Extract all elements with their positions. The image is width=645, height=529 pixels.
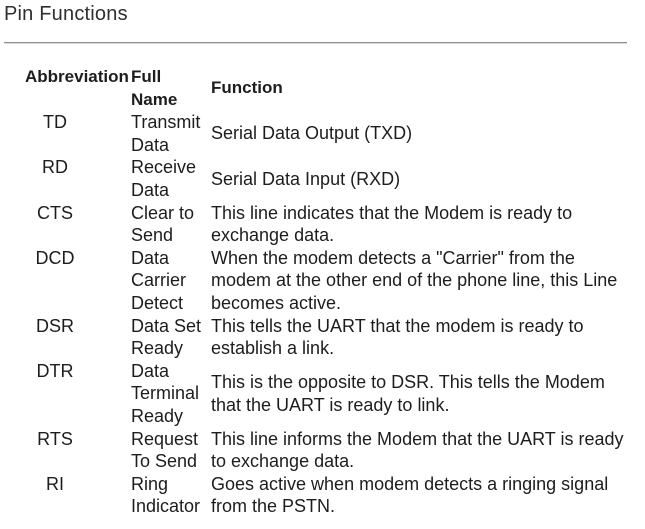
header-full-name: Full Name xyxy=(131,67,178,109)
table-row: DCD Data Carrier Detect When the modem d… xyxy=(20,247,635,315)
table-body: TD Transmit Data Serial Data Output (TXD… xyxy=(20,111,635,518)
abbreviation-cell: DTR xyxy=(36,360,74,381)
abbreviation-cell: RD xyxy=(42,157,68,178)
table-row: DSR Data Set Ready This tells the UART t… xyxy=(20,315,635,360)
header-abbreviation: Abbreviation xyxy=(25,67,129,86)
abbreviation-cell: DSR xyxy=(35,315,74,336)
header-row: Abbreviation Full Name Function xyxy=(20,66,635,111)
full-name-cell: Ring Indicator xyxy=(131,473,201,517)
table-row: CTS Clear to Send This line indicates th… xyxy=(20,202,635,247)
function-cell: This tells the UART that the modem is re… xyxy=(211,315,584,359)
table-row: DTR Data Terminal Ready This is the oppo… xyxy=(20,360,635,428)
header-function: Function xyxy=(211,78,283,98)
page-title: Pin Functions xyxy=(4,3,128,25)
table-row: RD Receive Data Serial Data Input (RXD) xyxy=(20,156,635,201)
table-row: TD Transmit Data Serial Data Output (TXD… xyxy=(20,111,635,156)
full-name-cell: Transmit Data xyxy=(131,112,201,155)
table-row: RI Ring Indicator Goes active when modem… xyxy=(20,473,635,518)
full-name-cell: Data Carrier Detect xyxy=(131,247,187,313)
function-cell: Serial Data Input (RXD) xyxy=(211,168,401,189)
abbreviation-cell: RI xyxy=(46,473,64,494)
function-cell: Goes active when modem detects a ringing… xyxy=(211,473,609,517)
table-row: RTS Request To Send This line informs th… xyxy=(20,428,635,473)
function-cell: Serial Data Output (TXD) xyxy=(211,123,413,144)
function-cell: This line informs the Modem that the UAR… xyxy=(211,428,624,472)
full-name-cell: Data Terminal Ready xyxy=(131,360,200,426)
page: Pin Functions Abbreviation Full Name Fun… xyxy=(4,3,635,518)
abbreviation-cell: DCD xyxy=(35,247,75,268)
full-name-cell: Clear to Send xyxy=(131,202,195,246)
full-name-cell: Receive Data xyxy=(131,157,197,200)
function-cell: When the modem detects a "Carrier" from … xyxy=(211,247,618,313)
function-cell: This is the opposite to DSR. This tells … xyxy=(211,372,605,415)
abbreviation-cell: TD xyxy=(43,112,67,133)
function-cell: This line indicates that the Modem is re… xyxy=(211,202,573,246)
full-name-cell: Request To Send xyxy=(131,428,199,472)
abbreviation-cell: CTS xyxy=(37,202,73,223)
pin-functions-table: Abbreviation Full Name Function TD Trans… xyxy=(20,66,635,518)
divider xyxy=(4,42,627,44)
abbreviation-cell: RTS xyxy=(37,428,73,449)
full-name-cell: Data Set Ready xyxy=(131,315,202,359)
table-header: Abbreviation Full Name Function xyxy=(20,66,635,111)
